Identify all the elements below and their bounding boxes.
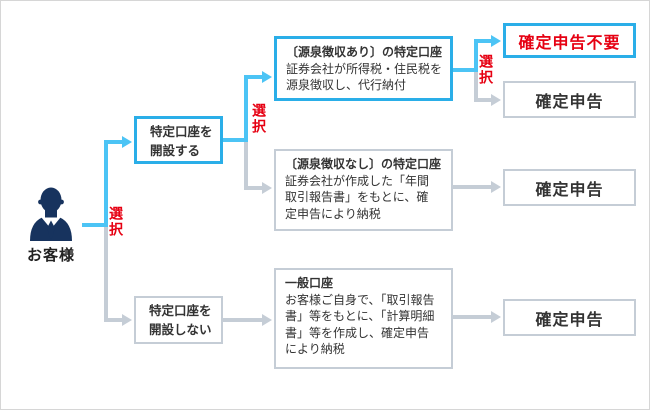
customer: お客様 [15,187,87,265]
result-label: 確定申告 [535,311,604,329]
node-label-line: 開設する [150,144,201,158]
gray-connectors [104,70,492,322]
arrowhead-icon [262,71,272,83]
connector-customer-to-open-no [104,225,123,322]
node-body-line: 定申告により納税 [285,206,381,221]
arrowhead-icon [491,94,501,106]
node-withholding-no: 〔源泉徴収なし〕の特定口座 証券会社が作成した「年間 取引報告書」をもとに、確 … [274,149,453,231]
result-label: 確定申告不要 [518,34,621,52]
node-body-line: 取引報告書」をもとに、確 [285,190,429,204]
node-general-account: 一般口座 お客様ご自身で、「取引報告 書」等をもとに、「計算明細 書」等を作成し… [274,268,453,369]
node-label-line: 特定口座を [150,125,213,139]
node-no-tax-return-required: 確定申告不要 [503,23,636,58]
node-body-line: 書」等を作成し、確定申告 [285,325,430,340]
node-tax-return-top: 確定申告 [503,81,636,118]
select-label-left: 選択 [108,206,124,238]
node-withholding-yes: 〔源泉徴収あり〕の特定口座 証券会社が所得税・住民税を 源泉徴収し、代行納付 [274,36,453,101]
arrowhead-icon [122,136,132,148]
arrowhead-icon [491,35,501,47]
arrowhead-icon [491,311,501,323]
node-not-open-specified-account: 特定口座を 開設しない [134,296,223,344]
customer-label: お客様 [26,247,75,264]
result-label: 確定申告 [535,93,604,111]
select-label-right: 選択 [478,54,494,86]
node-title: 〔源泉徴収あり〕の特定口座 [286,45,443,59]
node-title: 一般口座 [285,276,334,290]
node-tax-return-bottom: 確定申告 [503,299,636,336]
select-label-middle: 選択 [251,103,267,135]
connector-open-yes-to-withholding-no [244,140,263,190]
node-body-line: により納税 [285,342,345,356]
node-label-line: 特定口座を [149,304,212,318]
gray-arrowheads [122,94,501,326]
blue-connectors [82,39,492,227]
blue-arrowheads [122,35,501,148]
node-body-line: お客様ご自身で、「取引報告 [285,292,435,307]
connector-withholding-yes-to-no-filing [452,39,492,72]
arrowhead-icon [262,182,272,194]
arrowhead-icon [491,181,501,193]
node-label-line: 開設しない [149,323,212,337]
node-body-line: 証券会社が作成した「年間 [285,173,430,188]
arrowhead-icon [122,314,132,326]
connector-open-yes-to-withholding-yes [222,75,263,142]
arrowhead-icon [262,314,272,326]
node-tax-return-middle: 確定申告 [503,169,636,206]
result-label: 確定申告 [535,181,604,199]
node-body-line: 証券会社が所得税・住民税を [286,61,443,76]
connector-withholding-yes-to-filing-top [474,70,492,102]
node-title: 〔源泉徴収なし〕の特定口座 [285,157,442,171]
person-icon [25,187,77,241]
node-body-line: 源泉徴収し、代行納付 [286,78,407,92]
connector-customer-to-open-yes [82,140,123,227]
node-body-line: 書」等をもとに、「計算明細 [285,309,435,323]
node-open-specified-account: 特定口座を 開設する [134,116,223,164]
